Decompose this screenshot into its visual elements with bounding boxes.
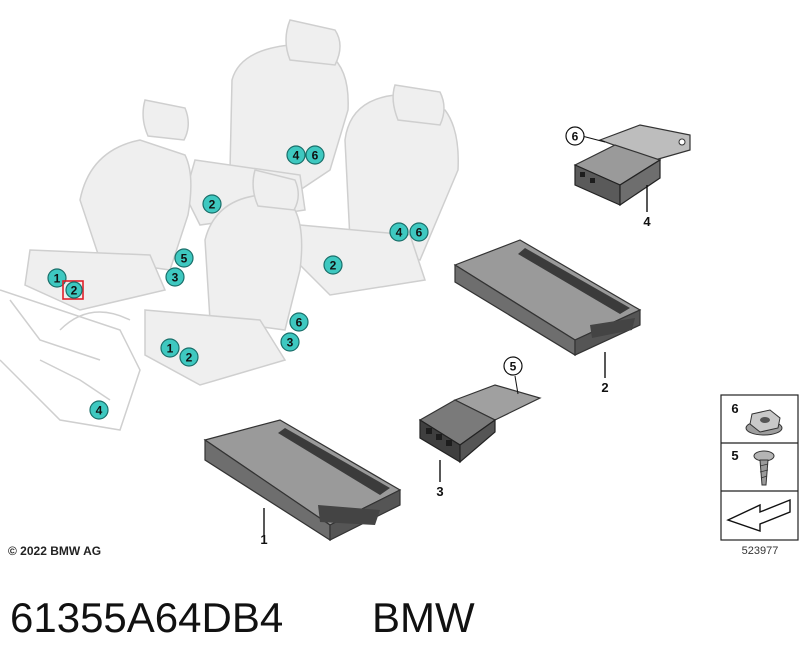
part-callout-label: 5 [510, 360, 517, 374]
callout-front-right-3[interactable]: 3 [280, 332, 300, 352]
part-number-label: 1 [260, 532, 267, 547]
part-number-label: 2 [601, 380, 608, 395]
dashboard-fragment [0, 289, 141, 431]
callout-label: 1 [54, 272, 61, 286]
callout-label: 2 [71, 284, 78, 298]
callout-rear-left-6[interactable]: 6 [305, 145, 325, 165]
highlight-box [62, 280, 84, 300]
callout-front-right-6[interactable]: 6 [289, 312, 309, 332]
callout-label: 4 [396, 226, 403, 240]
seat-rear-right [294, 84, 459, 296]
seat-front-right [144, 169, 303, 386]
callout-label: 4 [293, 149, 300, 163]
callout-front-right-1[interactable]: 1 [160, 338, 180, 358]
hardware-panel: 6 5 [720, 394, 799, 541]
callout-rear-right-4[interactable]: 4 [389, 222, 409, 242]
hardware-number: 5 [731, 448, 738, 463]
part-4-bracket-module[interactable]: 4 6 [565, 124, 691, 229]
seat-callouts: 4 6 2 4 6 2 1 2 [47, 145, 429, 420]
copyright-text: © 2022 BMW AG [8, 544, 101, 558]
callout-front-left-1[interactable]: 1 [47, 268, 67, 288]
callout-rear-left-2[interactable]: 2 [202, 194, 222, 214]
seat-illustration [0, 19, 459, 431]
callout-rear-left-4[interactable]: 4 [286, 145, 306, 165]
callout-label: 6 [416, 226, 423, 240]
callout-label: 4 [96, 404, 103, 418]
callout-rear-right-2[interactable]: 2 [323, 255, 343, 275]
callout-label: 6 [296, 316, 303, 330]
callout-front-right-2[interactable]: 2 [179, 347, 199, 367]
part-1-control-module[interactable]: 1 [203, 419, 402, 547]
callout-rear-right-6[interactable]: 6 [409, 222, 429, 242]
callout-label: 3 [287, 336, 294, 350]
callout-label: 2 [186, 351, 193, 365]
callout-label: 1 [167, 342, 174, 356]
hardware-nut[interactable]: 6 [731, 401, 783, 436]
callout-label: 3 [172, 271, 179, 285]
part-number-label: 3 [436, 484, 443, 499]
seat-front-left [24, 99, 192, 311]
part-number-label: 4 [643, 214, 651, 229]
part-2-control-module[interactable]: 2 [453, 239, 642, 395]
callout-label: 6 [312, 149, 319, 163]
footer-brand: BMW [372, 594, 475, 641]
hardware-screw[interactable]: 5 [731, 448, 775, 486]
callout-front-left-3[interactable]: 3 [165, 267, 185, 287]
part-3-connector-module[interactable]: 3 5 [418, 356, 542, 499]
callout-label: 2 [330, 259, 337, 273]
callout-front-left-5[interactable]: 5 [174, 248, 194, 268]
callout-label: 2 [209, 198, 216, 212]
diagram-number: 523977 [742, 545, 779, 557]
callout-label: 5 [181, 252, 188, 266]
callout-dash-4[interactable]: 4 [89, 400, 109, 420]
part-callout-label: 6 [572, 130, 579, 144]
hardware-number: 6 [731, 401, 738, 416]
footer-part-number: 61355A64DB4 [10, 594, 283, 641]
callout-front-left-2[interactable]: 2 [62, 280, 84, 300]
direction-arrow-icon [726, 498, 791, 532]
